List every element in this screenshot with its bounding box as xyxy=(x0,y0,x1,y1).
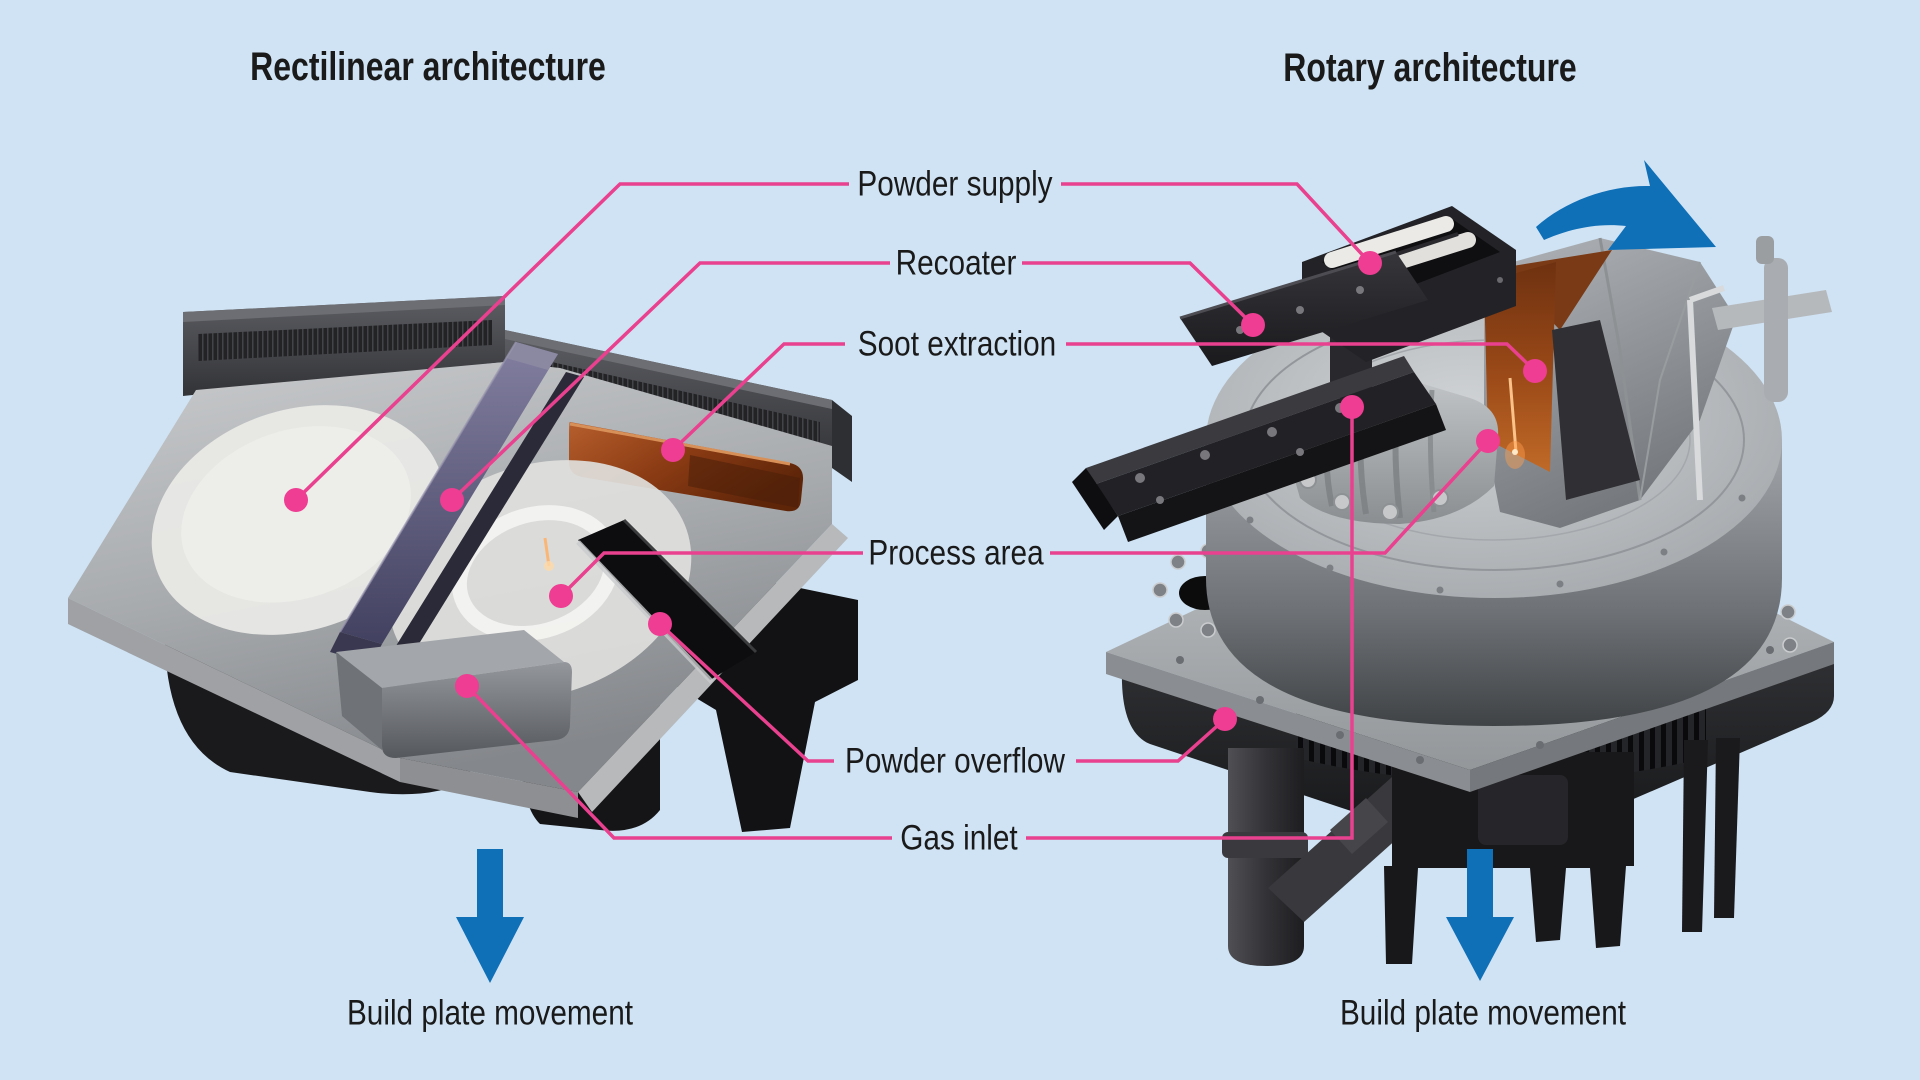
callout-label-powder-supply: Powder supply xyxy=(857,164,1053,204)
callout-label-process-area: Process area xyxy=(868,533,1044,573)
powder-overflow-slot-shape xyxy=(576,518,758,684)
callout-label-soot-extraction: Soot extraction xyxy=(857,324,1057,364)
front-cover-block-shape xyxy=(336,630,572,758)
powder-supply-dot-left xyxy=(284,488,308,512)
recoater-dot-left xyxy=(440,488,464,512)
callout-line-process-area-left xyxy=(559,551,863,598)
soot-extraction-dot-right xyxy=(1523,359,1547,383)
down-arrow-icon xyxy=(1446,849,1514,981)
right-bracket-shape xyxy=(1687,236,1832,501)
powder-supply-disc-shape xyxy=(151,405,445,635)
callout-line-soot-extraction-left xyxy=(671,342,845,452)
down-arrow-icon xyxy=(456,849,524,983)
callout-line-powder-overflow-right xyxy=(1076,717,1227,763)
right-build-plate-caption: Build plate movement xyxy=(1339,993,1627,1033)
callout-line-recoater-right xyxy=(1022,261,1255,327)
process-wedge-housing-shape xyxy=(1484,237,1736,528)
rotary-legs-shape xyxy=(1222,738,1740,966)
callout-lines xyxy=(294,182,1537,840)
process-area-dot-right xyxy=(1476,429,1500,453)
callout-label-gas-inlet: Gas inlet xyxy=(900,818,1018,858)
callout-line-powder-overflow-left xyxy=(658,622,834,763)
powder-overflow-dot-right xyxy=(1213,707,1237,731)
rotation-arrow-icon xyxy=(1536,160,1716,250)
soot-extraction-dot-left xyxy=(661,438,685,462)
callout-line-gas-inlet-right xyxy=(1026,407,1354,840)
right-panel-title: Rotary architecture xyxy=(1283,46,1577,90)
gas-inlet-dot-left xyxy=(455,674,479,698)
process-area-dot-left xyxy=(549,584,573,608)
callout-line-powder-supply-left xyxy=(294,182,849,502)
laser-glint-left xyxy=(543,537,554,571)
callout-label-recoater: Recoater xyxy=(895,243,1017,283)
laser-beam-shape xyxy=(1505,377,1525,469)
powder-supply-dot-right xyxy=(1358,251,1382,275)
recoater-dot-right xyxy=(1241,313,1265,337)
callout-line-recoater-left xyxy=(450,261,890,502)
callout-line-soot-extraction-right xyxy=(1066,342,1537,373)
callout-label-powder-overflow: Powder overflow xyxy=(845,741,1065,781)
callout-line-gas-inlet-left xyxy=(465,684,892,840)
movement-arrows xyxy=(456,160,1716,983)
powder-overflow-dot-left xyxy=(648,612,672,636)
gas-inlet-dot-right xyxy=(1340,395,1364,419)
callout-line-process-area-right xyxy=(1050,439,1490,555)
rectilinear-machine-illustration xyxy=(68,296,858,832)
left-build-plate-caption: Build plate movement xyxy=(346,993,634,1033)
callout-dots xyxy=(284,251,1547,731)
left-panel-title: Rectilinear architecture xyxy=(250,45,606,89)
callout-line-powder-supply-right xyxy=(1061,182,1372,265)
